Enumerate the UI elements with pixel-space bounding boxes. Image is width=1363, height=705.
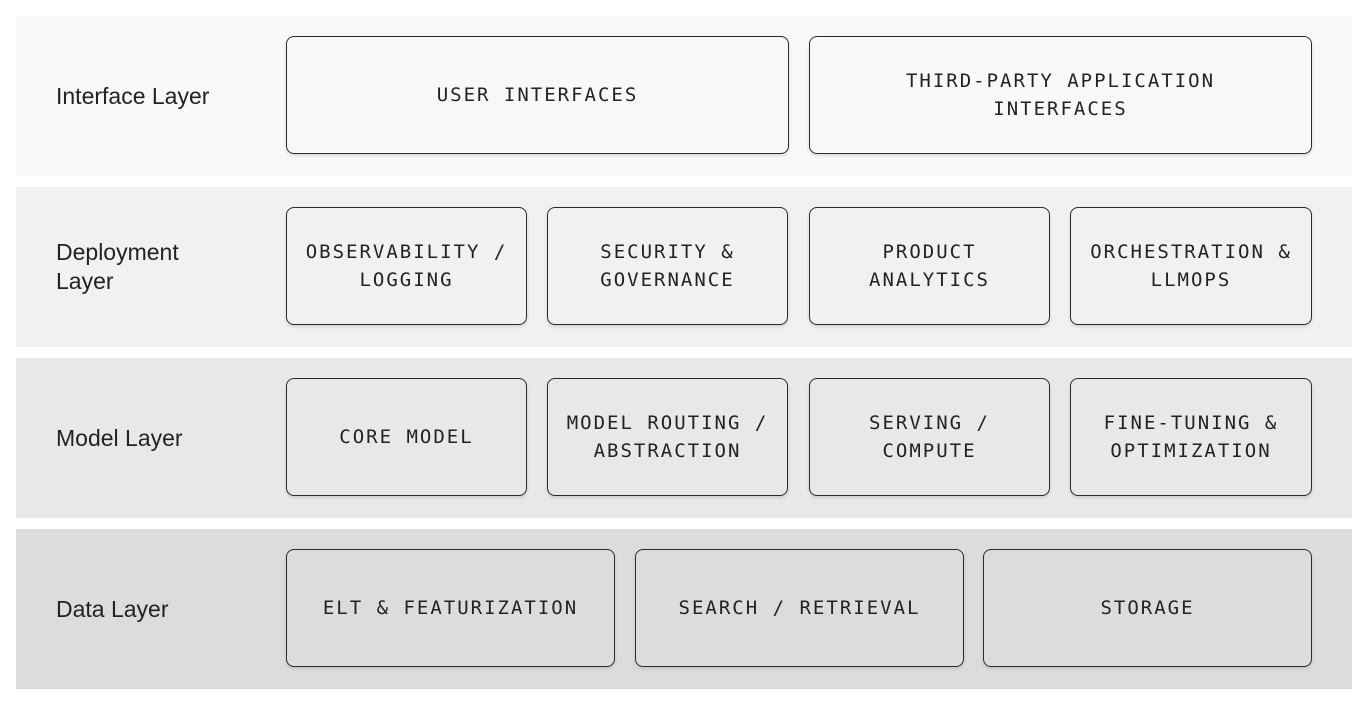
component-box: SERVING / COMPUTE bbox=[809, 378, 1050, 496]
layer-label: Data Layer bbox=[56, 595, 169, 622]
component-label: THIRD-PARTY APPLICATION INTERFACES bbox=[905, 70, 1216, 120]
component-label: PRODUCT ANALYTICS bbox=[869, 241, 990, 291]
component-label: MODEL ROUTING / ABSTRACTION bbox=[566, 412, 769, 462]
component-box: USER INTERFACES bbox=[286, 36, 789, 154]
layer-label: Deployment Layer bbox=[56, 239, 179, 294]
component-box: PRODUCT ANALYTICS bbox=[809, 207, 1050, 325]
component-label: SEARCH / RETRIEVAL bbox=[678, 597, 921, 619]
layer-model: Model Layer CORE MODEL MODEL ROUTING / A… bbox=[16, 358, 1352, 518]
component-label: SERVING / COMPUTE bbox=[869, 412, 990, 462]
layer-label: Interface Layer bbox=[56, 82, 210, 109]
layer-label: Model Layer bbox=[56, 424, 183, 451]
component-label: CORE MODEL bbox=[339, 426, 474, 448]
component-label: USER INTERFACES bbox=[436, 84, 639, 106]
component-label: ELT & FEATURIZATION bbox=[322, 597, 579, 619]
component-label: OBSERVABILITY / LOGGING bbox=[305, 241, 508, 291]
layer-data: Data Layer ELT & FEATURIZATION SEARCH / … bbox=[16, 529, 1352, 689]
component-box: FINE-TUNING & OPTIMIZATION bbox=[1070, 378, 1312, 496]
component-box: OBSERVABILITY / LOGGING bbox=[286, 207, 527, 325]
layer-interface: Interface Layer USER INTERFACES THIRD-PA… bbox=[16, 16, 1352, 176]
component-label: SECURITY & GOVERNANCE bbox=[600, 241, 735, 291]
component-label: STORAGE bbox=[1100, 597, 1195, 619]
layer-deployment: Deployment Layer OBSERVABILITY / LOGGING… bbox=[16, 187, 1352, 347]
component-box: THIRD-PARTY APPLICATION INTERFACES bbox=[809, 36, 1312, 154]
component-box: MODEL ROUTING / ABSTRACTION bbox=[547, 378, 788, 496]
component-box: STORAGE bbox=[983, 549, 1312, 667]
component-box: ELT & FEATURIZATION bbox=[286, 549, 615, 667]
component-label: FINE-TUNING & OPTIMIZATION bbox=[1103, 412, 1279, 462]
component-box: SECURITY & GOVERNANCE bbox=[547, 207, 788, 325]
component-box: CORE MODEL bbox=[286, 378, 527, 496]
component-label: ORCHESTRATION & LLMOPS bbox=[1090, 241, 1292, 291]
component-box: ORCHESTRATION & LLMOPS bbox=[1070, 207, 1312, 325]
component-box: SEARCH / RETRIEVAL bbox=[635, 549, 964, 667]
